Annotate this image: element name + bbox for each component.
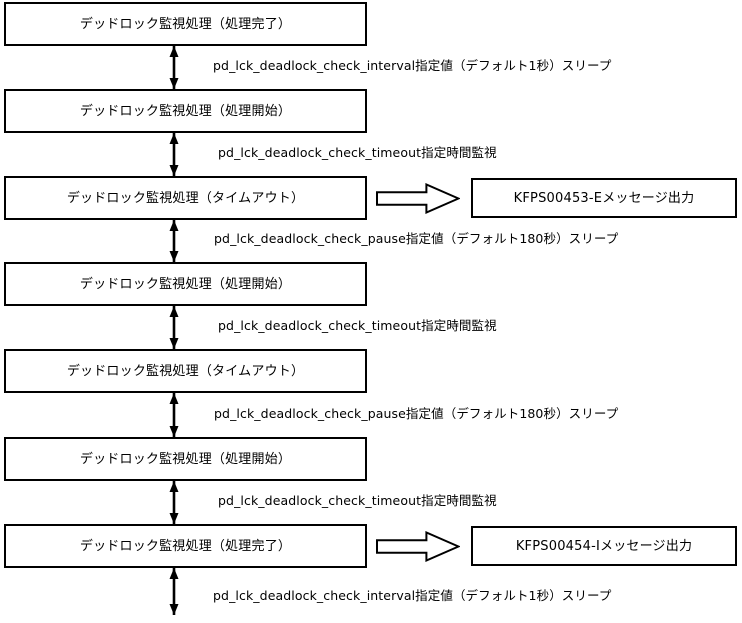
process-node-label: デッドロック監視処理（タイムアウト） [66,363,305,379]
edge-label: pd_lck_deadlock_check_pause指定値（デフォルト180秒… [214,406,619,421]
message-output-node: KFPS00454-Iメッセージ出力 [471,526,737,566]
edge-label: pd_lck_deadlock_check_pause指定値（デフォルト180秒… [214,231,619,246]
vertical-double-arrow [169,393,179,437]
vertical-double-arrow [169,568,179,615]
vertical-double-arrow [169,220,179,262]
process-node: デッドロック監視処理（タイムアウト） [4,176,367,220]
process-node-label: デッドロック監視処理（処理開始） [79,103,292,119]
process-node-label: デッドロック監視処理（処理開始） [79,451,292,467]
message-output-label: KFPS00454-Iメッセージ出力 [515,538,693,554]
edge-label: pd_lck_deadlock_check_timeout指定時間監視 [218,145,497,160]
process-node: デッドロック監視処理（タイムアウト） [4,349,367,393]
process-node-label: デッドロック監視処理（処理完了） [79,16,292,32]
edge-label: pd_lck_deadlock_check_timeout指定時間監視 [218,493,497,508]
vertical-double-arrow [169,306,179,349]
block-arrow-right [376,183,460,214]
process-node-label: デッドロック監視処理（タイムアウト） [66,190,305,206]
edge-label: pd_lck_deadlock_check_interval指定値（デフォルト1… [213,588,612,603]
process-node: デッドロック監視処理（処理完了） [4,2,367,46]
process-node: デッドロック監視処理（処理開始） [4,89,367,133]
block-arrow-right [376,531,460,562]
process-node-label: デッドロック監視処理（処理開始） [79,276,292,292]
vertical-double-arrow [169,481,179,524]
process-node: デッドロック監視処理（処理開始） [4,262,367,306]
edge-label: pd_lck_deadlock_check_timeout指定時間監視 [218,318,497,333]
edge-label: pd_lck_deadlock_check_interval指定値（デフォルト1… [213,58,612,73]
message-output-label: KFPS00453-Eメッセージ出力 [513,190,695,206]
vertical-double-arrow [169,133,179,176]
vertical-double-arrow [169,46,179,89]
process-node: デッドロック監視処理（処理完了） [4,524,367,568]
process-node: デッドロック監視処理（処理開始） [4,437,367,481]
message-output-node: KFPS00453-Eメッセージ出力 [471,178,737,218]
process-node-label: デッドロック監視処理（処理完了） [79,538,292,554]
